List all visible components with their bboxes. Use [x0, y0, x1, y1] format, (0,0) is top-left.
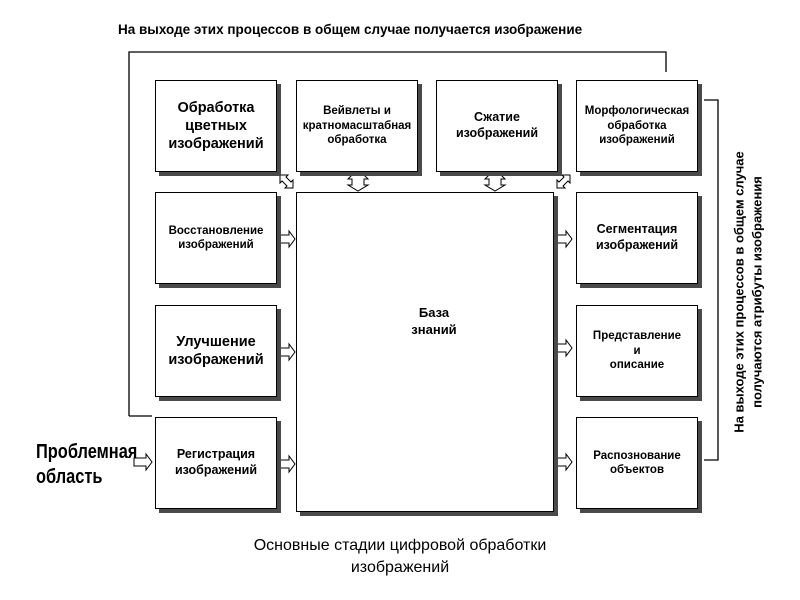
restoration-box: Восстановление изображений	[155, 192, 277, 284]
recognition-box: Распознование объектов	[576, 417, 698, 509]
arrow-kb-segmentation	[556, 229, 573, 249]
knowledge-base-box: База знаний	[296, 192, 554, 512]
knowledge-base-label: База знаний	[411, 305, 457, 337]
right-note: На выходе этих процессов в общем случае …	[731, 151, 764, 433]
top-note: На выходе этих процессов в общем случае …	[118, 22, 583, 37]
arrow-registration-kb	[279, 454, 296, 474]
arrow-kb-representation	[556, 338, 573, 358]
image-output-bracket	[128, 51, 667, 416]
representation-box: Представление и описание	[576, 305, 698, 397]
registration-box: Регистрация изображений	[155, 417, 277, 509]
arrow-color-kb	[279, 174, 294, 189]
problem-area-arrow	[133, 452, 153, 472]
arrow-restoration-kb	[279, 229, 296, 249]
diagonal-arrows	[279, 174, 571, 189]
arrow-compression-kb	[483, 172, 507, 192]
wavelets-box: Вейвлеты и кратномасштабная обработка	[296, 80, 418, 172]
problem-area-label: Проблемная область	[36, 441, 138, 488]
left-arrows	[279, 229, 296, 474]
vertical-arrows	[346, 172, 507, 192]
compression-box: Сжатие изображений	[436, 80, 558, 172]
right-arrows	[556, 229, 573, 472]
enhancement-box: Улучшение изображений	[155, 305, 277, 397]
morphological-box: Морфологическая обработка изображений	[576, 80, 698, 172]
color-processing-box: Обработка цветных изображений	[155, 80, 277, 172]
arrow-kb-recognition	[556, 452, 573, 472]
arrow-enhancement-kb	[279, 342, 296, 362]
arrow-morph-kb	[556, 174, 571, 189]
arrow-wavelets-kb	[346, 172, 370, 192]
figure-caption: Основные стадии цифровой обработки изобр…	[253, 537, 547, 576]
attributes-output-bracket	[704, 99, 719, 461]
segmentation-box: Сегментация изображений	[576, 192, 698, 284]
right-note-container: На выходе этих процессов в общем случае …	[718, 120, 778, 465]
